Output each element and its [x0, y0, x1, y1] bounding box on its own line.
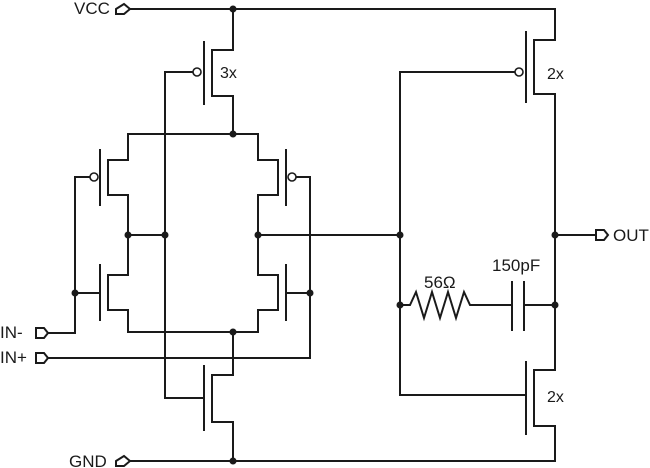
right-input-pmos	[257, 133, 311, 236]
gnd-pin-icon	[115, 454, 132, 467]
vcc-pin-icon	[115, 2, 132, 15]
in-plus-label: IN+	[0, 348, 27, 367]
in-plus-pin-icon	[35, 352, 50, 364]
gnd-port: GND	[69, 452, 132, 468]
tail-pmos-transistor: 3x	[164, 41, 237, 135]
gnd-rail	[129, 421, 556, 465]
tail-pmos-size: 3x	[220, 65, 237, 82]
out-pin-icon	[595, 229, 610, 241]
in-plus-wire	[47, 176, 314, 359]
in-minus-pin-icon	[35, 327, 50, 339]
vcc-rail	[129, 5, 556, 51]
output-nmos-size: 2x	[547, 389, 564, 406]
output-nmos-transistor: 2x	[399, 361, 564, 435]
vcc-port: VCC	[74, 0, 132, 18]
compensation-capacitor: 150pF	[492, 256, 559, 331]
output-node	[551, 231, 597, 239]
gnd-label: GND	[69, 452, 107, 468]
in-plus-port: IN+	[0, 348, 50, 367]
vcc-label: VCC	[74, 0, 110, 18]
nmos-source-node	[127, 328, 259, 336]
in-minus-label: IN-	[0, 323, 23, 342]
out-port: OUT	[595, 226, 649, 245]
sink-nmos-transistor	[164, 331, 234, 431]
output-pmos-size: 2x	[547, 66, 564, 83]
compensation-resistor: 56Ω	[399, 273, 511, 322]
right-nmos	[257, 234, 311, 333]
in-minus-port: IN-	[0, 323, 50, 342]
in-minus-wire	[47, 176, 79, 334]
left-nmos	[74, 234, 129, 333]
tail-node	[127, 130, 259, 138]
left-input-pmos	[74, 133, 129, 236]
out-label: OUT	[613, 226, 649, 245]
capacitor-value: 150pF	[492, 256, 540, 275]
resistor-value: 56Ω	[424, 273, 456, 292]
